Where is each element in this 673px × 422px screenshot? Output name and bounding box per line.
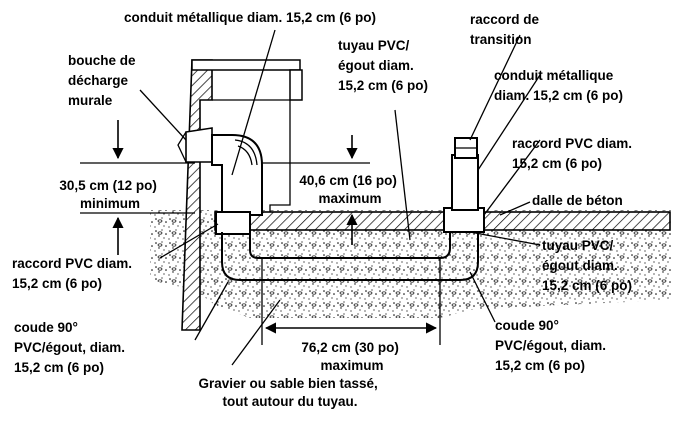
roof-cap — [191, 59, 301, 71]
label-conduit-right: conduit métallique diam. 15,2 cm (6 po) — [494, 68, 623, 103]
label-bouche: bouche de décharge murale — [68, 53, 139, 108]
label-tuyau-right: tuyau PVC/ égout diam. 15,2 cm (6 po) — [542, 238, 632, 293]
label-raccord-transition: raccord de transition — [470, 12, 543, 47]
label-dalle: dalle de béton — [532, 193, 623, 208]
right-pvc-coupling — [443, 207, 485, 233]
right-metal-conduit — [451, 154, 479, 211]
left-metal-conduit — [211, 134, 263, 216]
underground-pvc-pipe — [221, 232, 479, 281]
concrete-slab — [214, 211, 671, 231]
gravel-bed — [150, 210, 672, 318]
label-coude-right: coude 90° PVC/égout, diam. 15,2 cm (6 po… — [495, 318, 610, 373]
label-coude-left: coude 90° PVC/égout, diam. 15,2 cm (6 po… — [14, 320, 129, 375]
label-raccord-pvc-right: raccord PVC diam. 15,2 cm (6 po) — [512, 136, 636, 171]
label-conduit-top: conduit métallique diam. 15,2 cm (6 po) — [124, 10, 376, 25]
label-dim-center: 40,6 cm (16 po) maximum — [299, 173, 400, 206]
label-dim-left: 30,5 cm (12 po) minimum — [59, 178, 160, 211]
appliance-outline — [212, 99, 291, 215]
label-tuyau-top: tuyau PVC/ égout diam. 15,2 cm (6 po) — [338, 38, 428, 93]
left-pvc-coupling — [215, 211, 251, 235]
label-dim-bottom: 76,2 cm (30 po) maximum — [301, 340, 402, 373]
wall-vent-icon — [185, 127, 213, 163]
label-gravier: Gravier ou sable bien tassé, tout autour… — [198, 376, 381, 409]
roof-edge — [289, 69, 303, 101]
label-raccord-pvc-left: raccord PVC diam. 15,2 cm (6 po) — [12, 256, 136, 291]
